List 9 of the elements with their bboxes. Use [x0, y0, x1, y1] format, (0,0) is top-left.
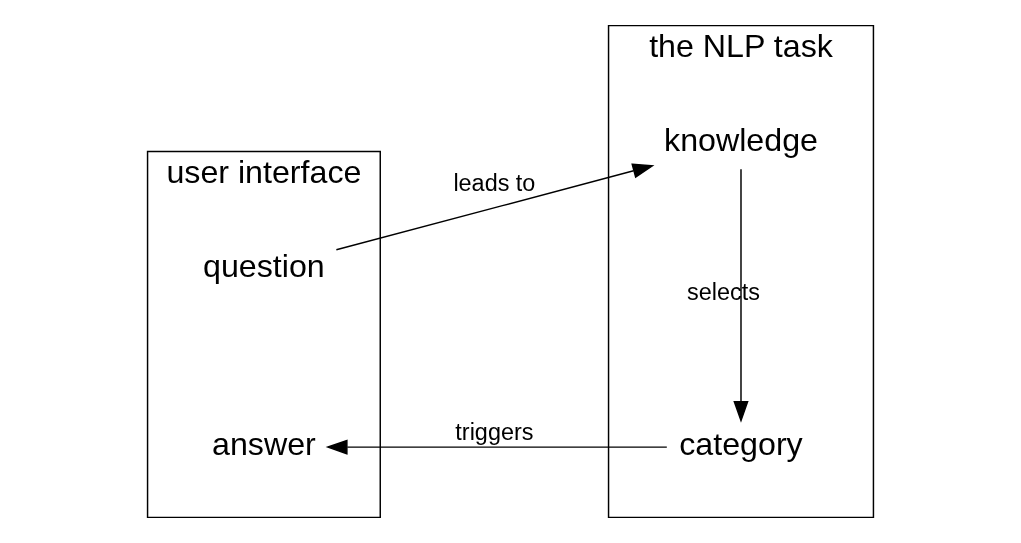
edge-label: triggers: [455, 418, 534, 445]
arrow: [335, 163, 655, 251]
arrow: [325, 439, 668, 455]
node-text: category: [679, 426, 803, 463]
edge-label: leads to: [453, 169, 536, 196]
arrow: [733, 168, 749, 423]
node-text: question: [203, 247, 325, 284]
node-text: knowledge: [664, 121, 818, 158]
node-text: answer: [212, 426, 316, 463]
